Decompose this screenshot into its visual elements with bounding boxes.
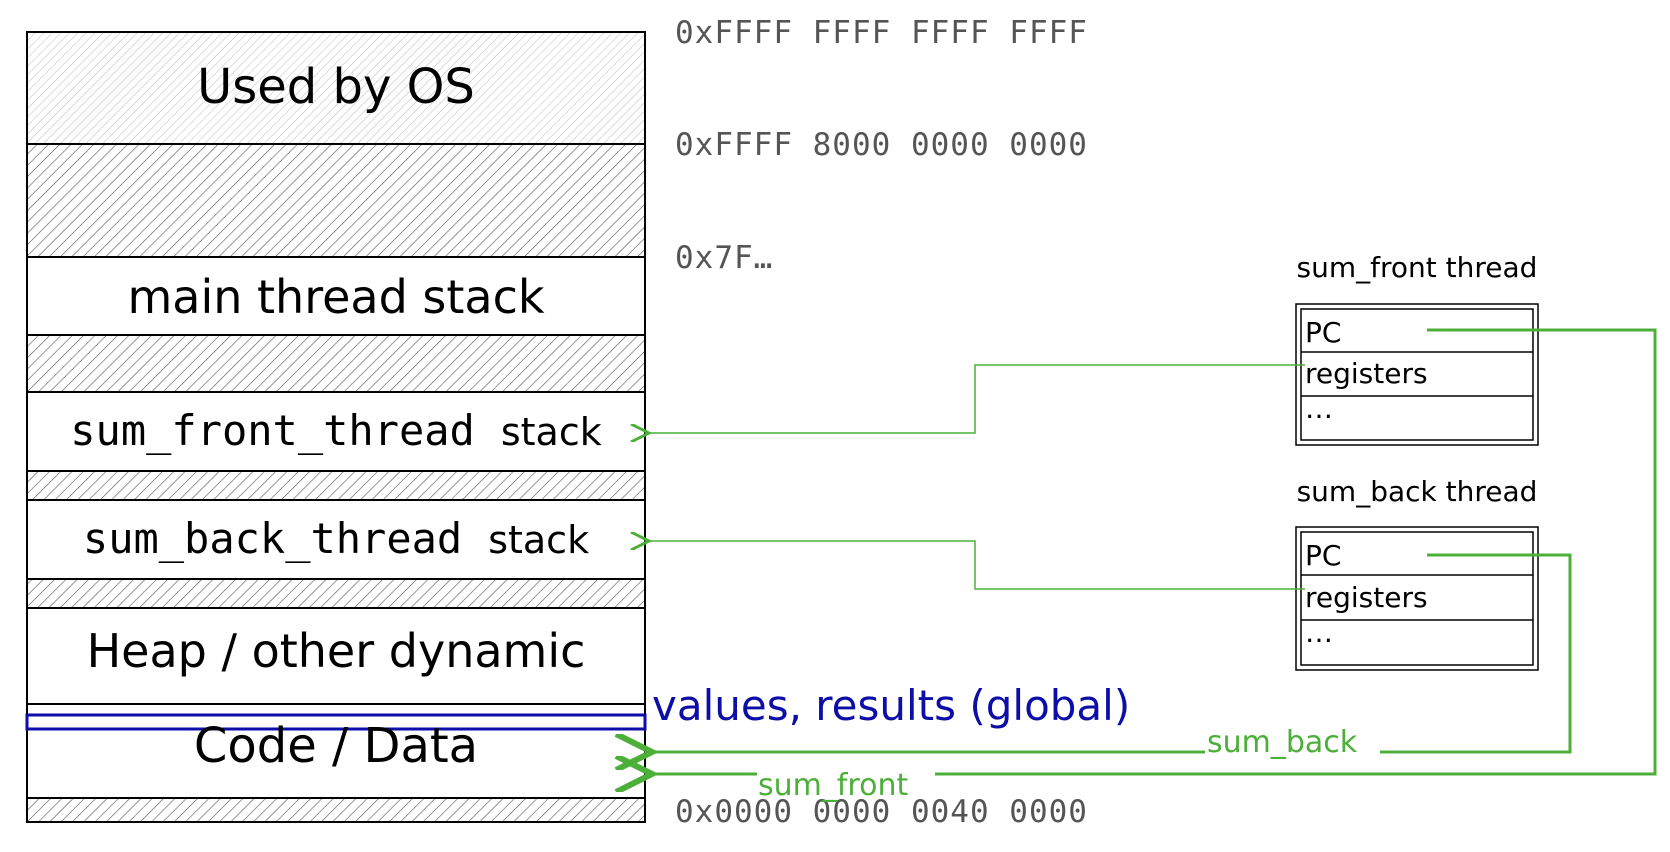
front-registers-cell: registers <box>1305 357 1428 390</box>
back-stack-label: sum_back_thread stack <box>83 513 589 564</box>
code-data-region <box>26 703 646 799</box>
bottom-unused-region <box>26 797 646 823</box>
heap-label: Heap / other dynamic <box>87 624 586 678</box>
memory-column: Used by OS main thread stack sum_front_t… <box>25 31 647 823</box>
code-data-label: Code / Data <box>194 718 478 774</box>
address-top: 0xFFFF FFFF FFFF FFFF <box>675 15 1088 51</box>
address-labels: 0xFFFF FFFF FFFF FFFF 0xFFFF 8000 0000 0… <box>675 15 1088 830</box>
globals-label: values, results (global) <box>652 681 1130 730</box>
front-stack-label: sum_front_thread stack <box>70 405 601 456</box>
front-pc-arrow <box>935 328 1657 776</box>
back-thread-box: sum_back thread PC registers … <box>1295 475 1539 671</box>
back-registers-arrow <box>649 541 1305 590</box>
back-pc-cell: PC <box>1305 539 1341 572</box>
back-registers-cell: registers <box>1305 581 1428 614</box>
main-stack-label: main thread stack <box>127 270 544 324</box>
address-stack-top: 0x7F… <box>675 240 773 276</box>
back-pc-arrow <box>1380 553 1572 754</box>
back-stack-word: stack <box>488 518 589 562</box>
back-stack-code: sum_back_thread <box>83 514 462 563</box>
front-thread-box: sum_front thread PC registers … <box>1295 251 1539 446</box>
gap-region <box>26 334 646 393</box>
front-thread-title: sum_front thread <box>1297 251 1538 284</box>
sum-front-label: sum_front <box>758 768 908 803</box>
sum-back-label: sum_back <box>1207 725 1358 760</box>
heap-region <box>26 607 646 705</box>
globals-highlight <box>25 713 647 731</box>
gap-region <box>26 470 646 501</box>
unused-region <box>26 143 646 258</box>
gap-region <box>26 578 646 609</box>
back-more-cell: … <box>1305 616 1333 649</box>
back-stack-region <box>26 499 646 580</box>
pointer-arrows <box>649 328 1657 776</box>
front-registers-arrow <box>649 364 1305 433</box>
front-stack-code: sum_front_thread <box>70 406 475 455</box>
front-stack-word: stack <box>501 410 602 454</box>
front-more-cell: … <box>1305 392 1333 425</box>
os-region <box>26 31 646 145</box>
address-code-start: 0x0000 0000 0040 0000 <box>675 794 1088 830</box>
address-kernel-start: 0xFFFF 8000 0000 0000 <box>675 127 1088 163</box>
main-stack-region <box>26 256 646 336</box>
back-thread-title: sum_back thread <box>1297 475 1538 508</box>
front-pc-cell: PC <box>1305 316 1341 349</box>
front-stack-region <box>26 391 646 472</box>
os-label: Used by OS <box>197 59 475 115</box>
